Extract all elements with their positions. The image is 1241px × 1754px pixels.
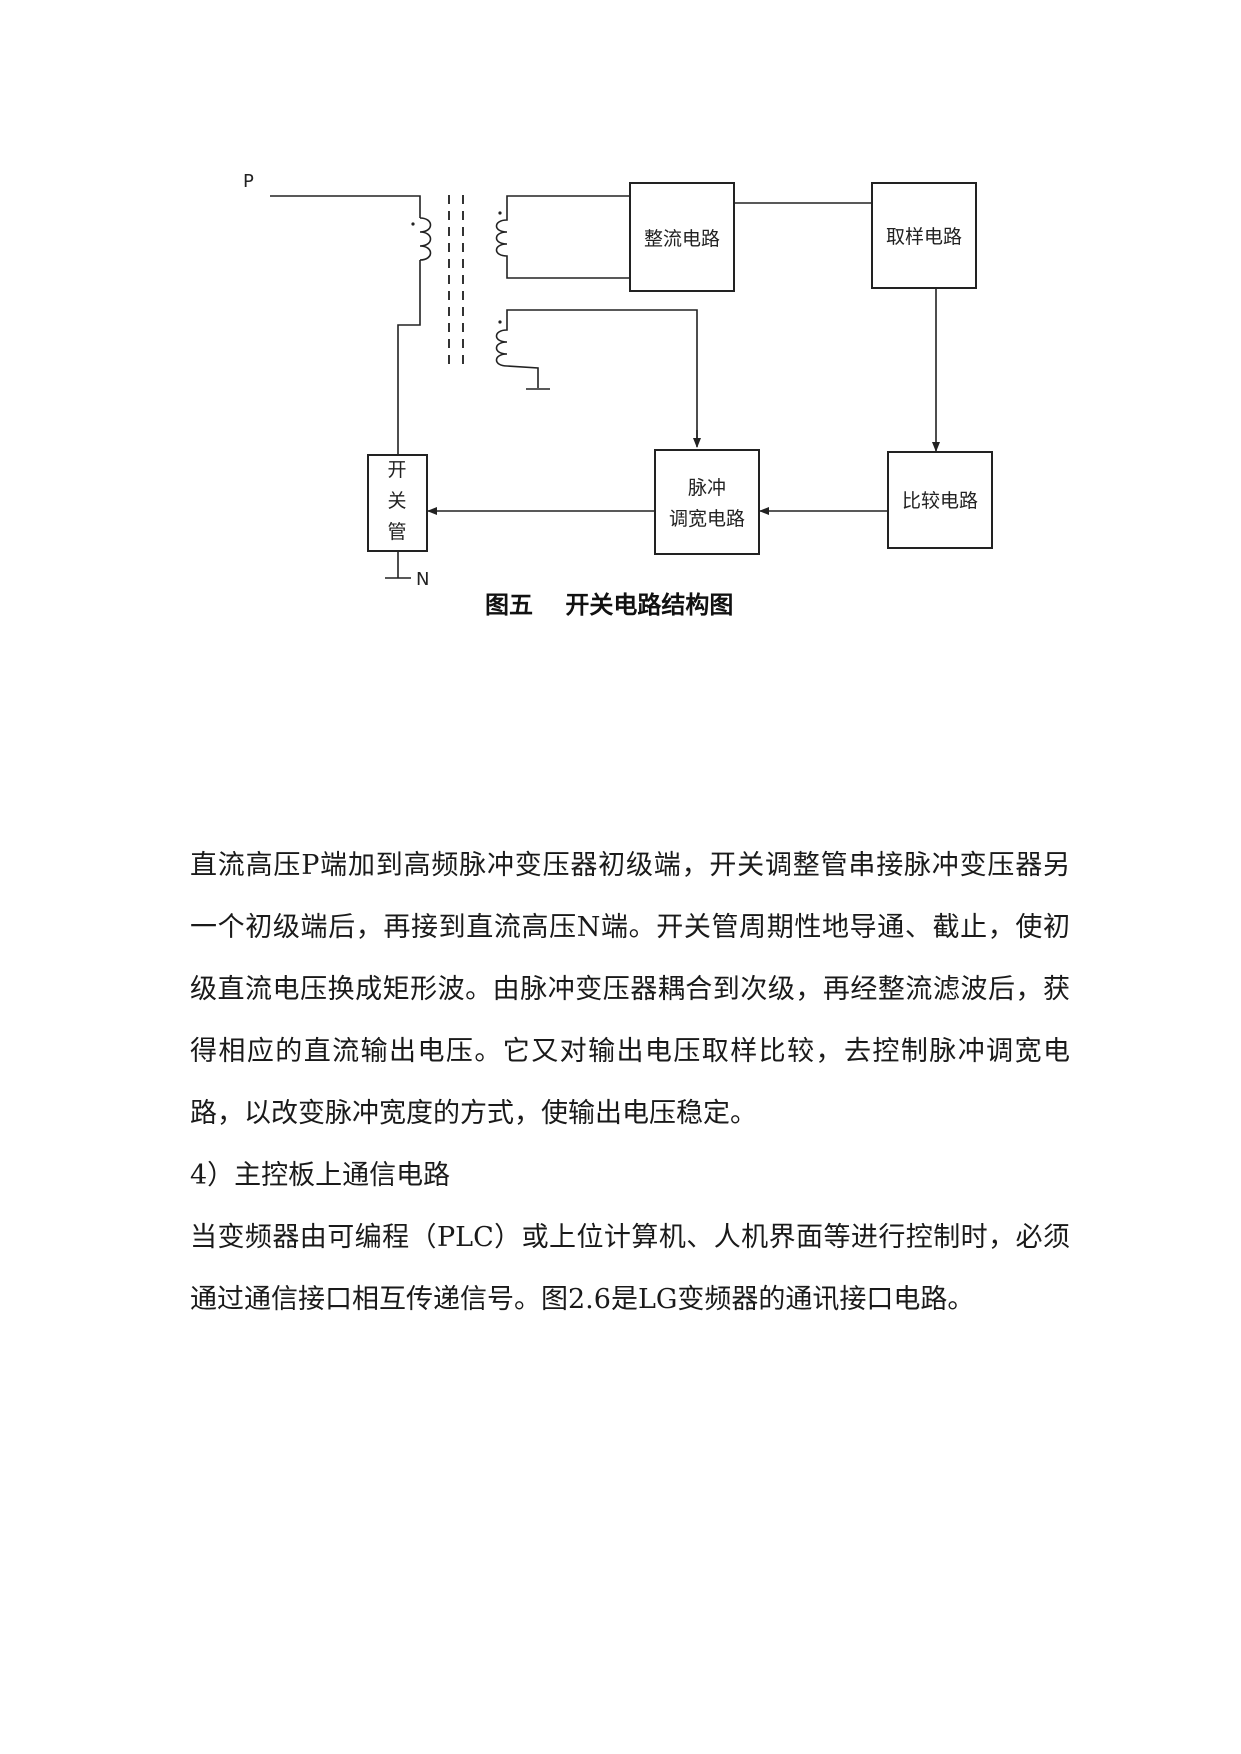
pwm-box xyxy=(654,449,760,555)
polarity-dot-primary xyxy=(411,222,415,226)
switch-label-line1: 开 xyxy=(387,459,406,481)
sampling-label: 取样电路 xyxy=(886,226,962,248)
pwm-label-line1: 脉冲 xyxy=(688,477,726,499)
body-text: 直流高压P端加到高频脉冲变压器初级端，开关调整管串接脉冲变压器另一个初级端后，再… xyxy=(190,835,1070,1331)
switch-label-line2: 关 xyxy=(387,490,406,512)
feedback-winding xyxy=(495,309,698,445)
primary-wire-top xyxy=(270,195,421,218)
section-heading: 4）主控板上通信电路 xyxy=(190,1160,451,1191)
terminal-p-label: P xyxy=(243,171,254,192)
paragraph-1: 直流高压P端加到高频脉冲变压器初级端，开关调整管串接脉冲变压器另一个初级端后，再… xyxy=(190,850,1070,1129)
primary-winding-upper xyxy=(419,217,432,261)
comparator-box xyxy=(887,451,993,549)
primary-wire-down xyxy=(397,260,421,455)
comparator-label: 比较电路 xyxy=(902,490,978,512)
figure-caption: 图五 开关电路结构图 xyxy=(485,591,733,619)
switch-box xyxy=(367,454,428,552)
switch-circuit-diagram: P 整流电路 取样电路 比较电路 脉冲 调宽电路 开 关 管 N 图五 开关电路… xyxy=(243,171,993,619)
pwm-label-line2: 调宽电路 xyxy=(669,508,745,530)
polarity-dot-feedback xyxy=(498,320,502,324)
terminal-n-label: N xyxy=(416,569,429,590)
switch-label-line3: 管 xyxy=(387,521,406,543)
sampling-box xyxy=(871,182,977,289)
rectifier-box xyxy=(629,182,735,292)
rectifier-label: 整流电路 xyxy=(644,228,720,250)
polarity-dot-secondary xyxy=(498,211,502,215)
paragraph-2: 当变频器由可编程（PLC）或上位计算机、人机界面等进行控制时，必须通过通信接口相… xyxy=(190,1222,1070,1315)
secondary-winding-upper xyxy=(495,195,630,279)
